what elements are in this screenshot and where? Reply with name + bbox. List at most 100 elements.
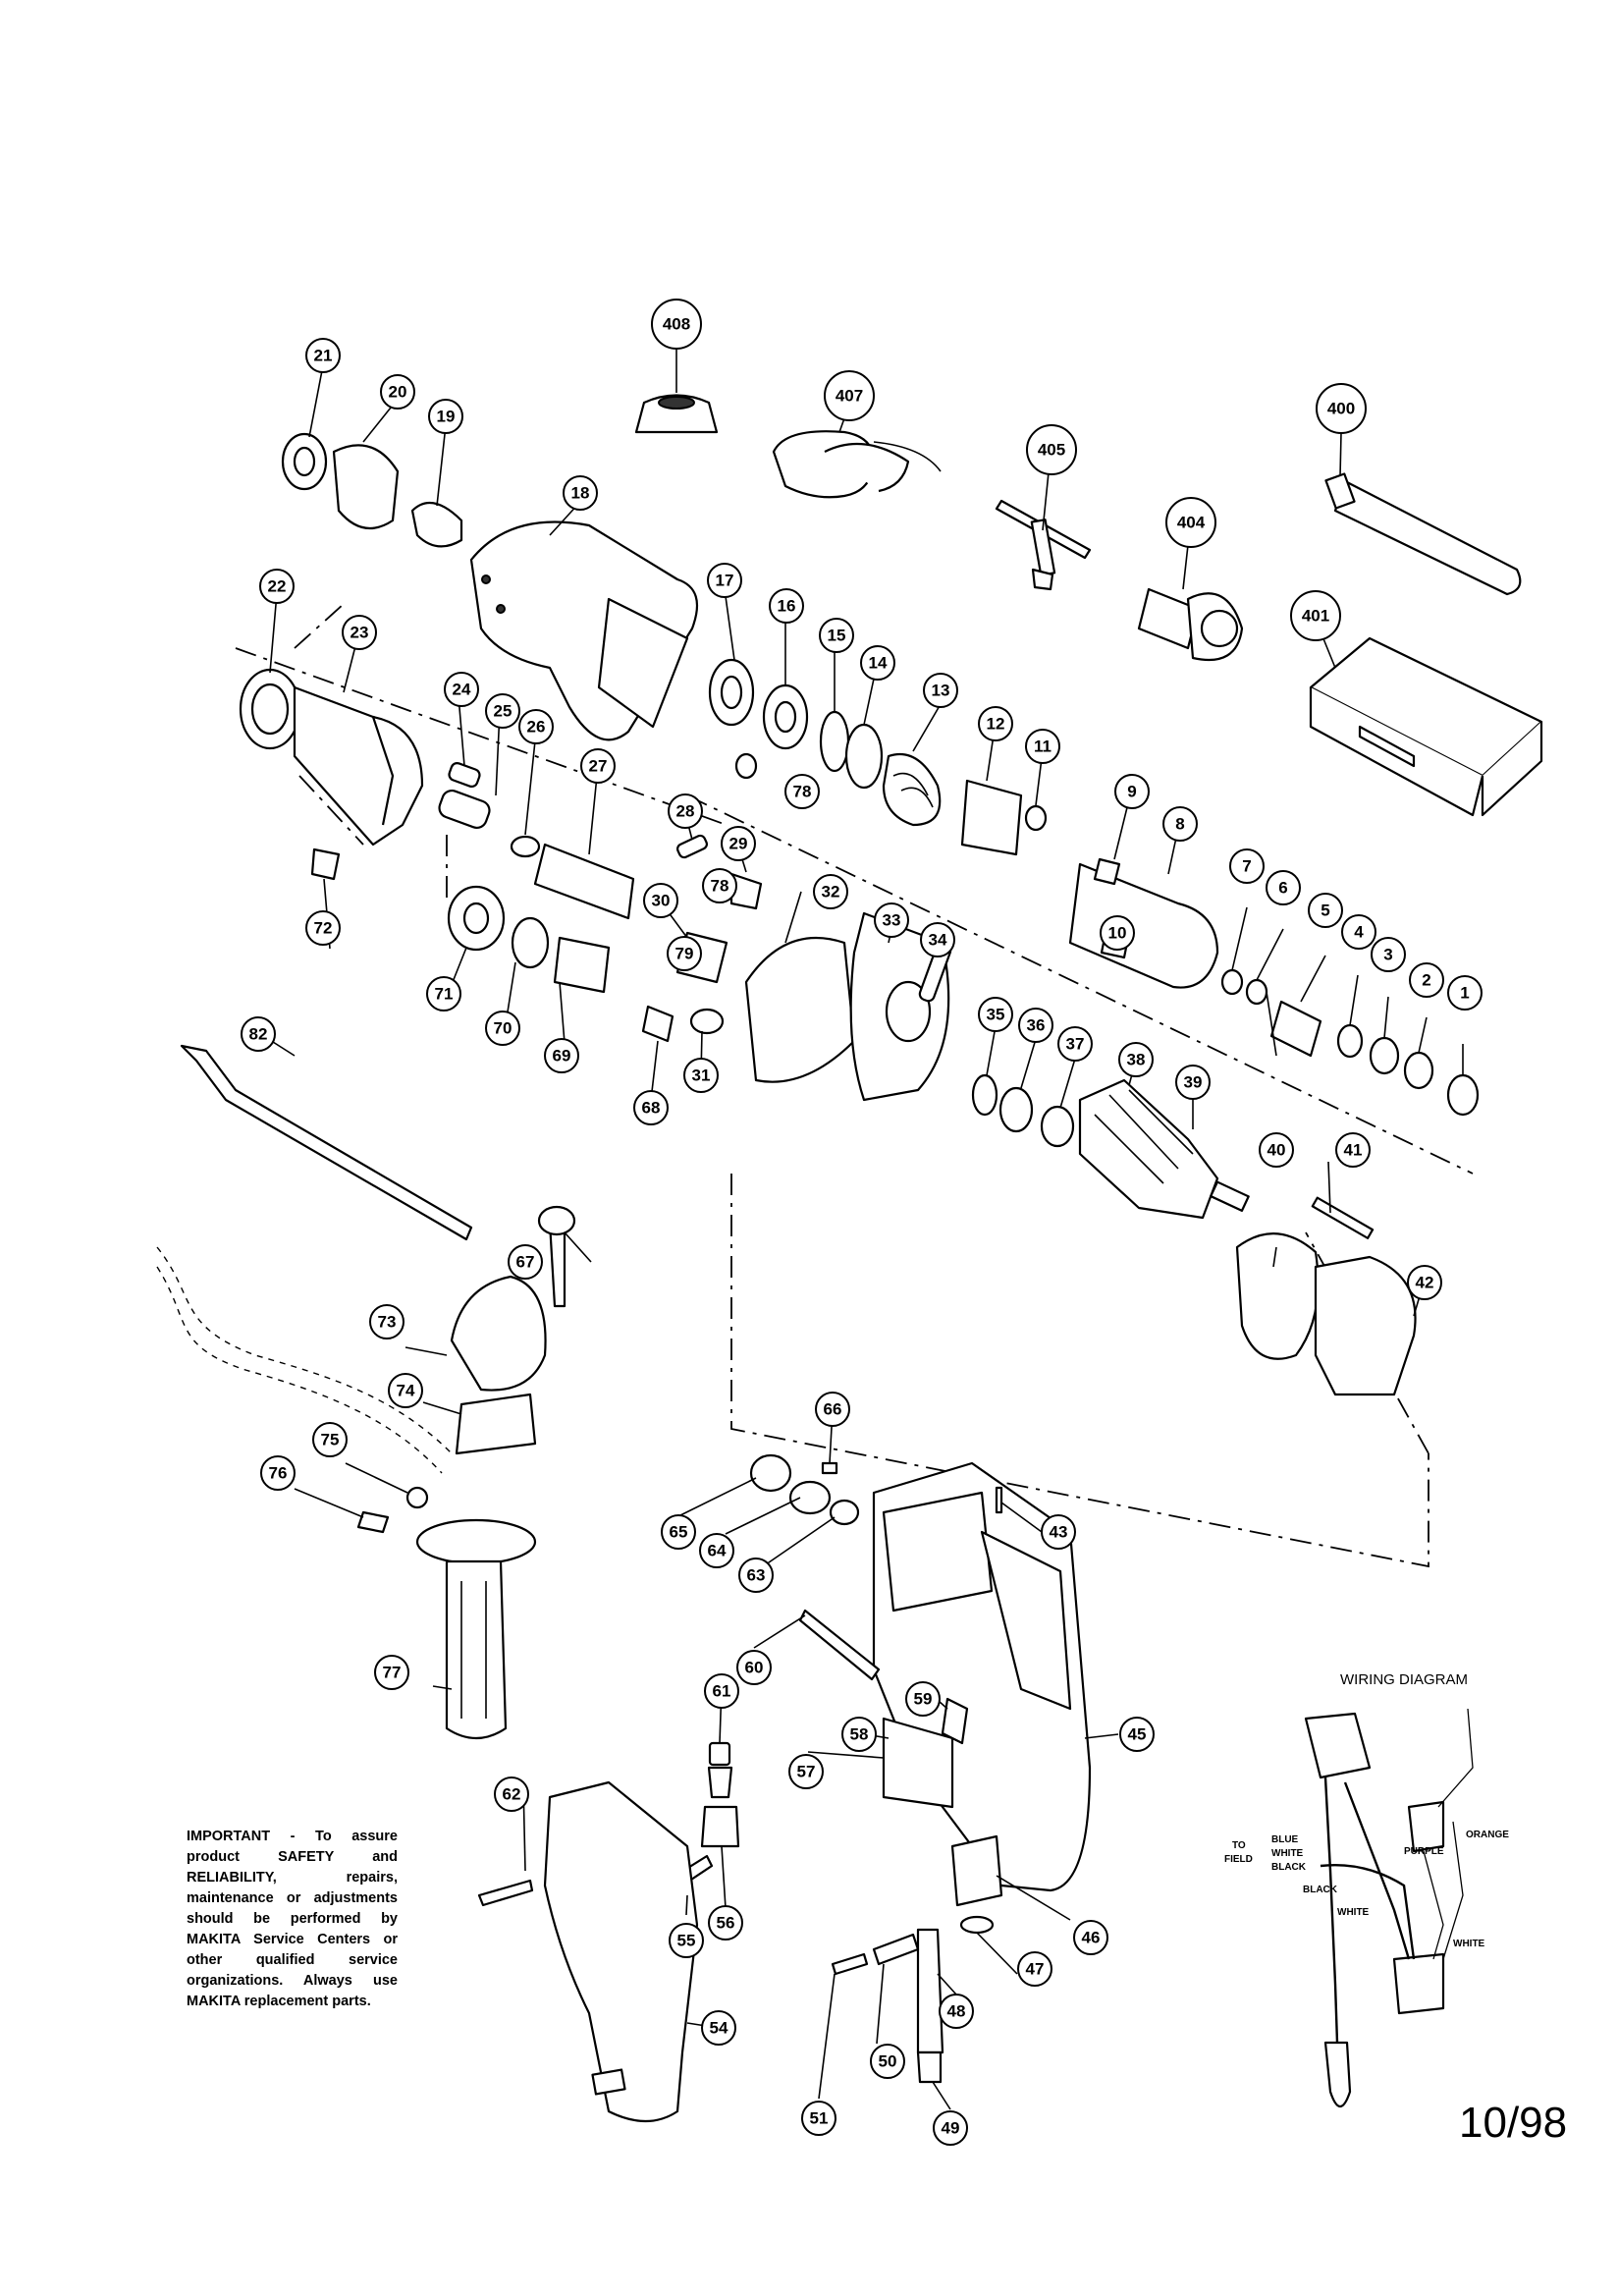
callout-4: 4 [1341,914,1376,950]
wiring-diagram-title: WIRING DIAGRAM [1340,1671,1468,1688]
callout-31: 31 [683,1058,719,1093]
callout-29: 29 [721,826,756,861]
callout-2: 2 [1409,962,1444,998]
wiring-diagram: WIRING DIAGRAM TO FIELD BLUE WHITE BLACK… [1224,1671,1509,2108]
part-55-61-switch [674,1697,969,1887]
svg-text:21: 21 [314,347,333,365]
callout-1: 1 [1447,975,1483,1011]
part-73-side-handle-band [450,1205,576,1455]
callout-6: 6 [1266,870,1301,905]
callout-33: 33 [874,902,909,938]
part-38-armature [1078,1078,1250,1220]
callout-68: 68 [633,1090,669,1125]
svg-text:70: 70 [494,1019,512,1038]
svg-text:47: 47 [1026,1960,1045,1979]
callout-76: 76 [260,1455,296,1491]
svg-text:2: 2 [1422,971,1430,990]
important-notice-lead: IMPORTANT [187,1829,271,1844]
svg-text:74: 74 [397,1382,415,1400]
callout-15: 15 [819,618,854,653]
svg-text:26: 26 [527,718,546,737]
callout-65: 65 [661,1514,696,1550]
callout-41: 41 [1335,1132,1371,1168]
svg-text:66: 66 [824,1400,842,1419]
svg-text:27: 27 [589,757,608,776]
callout-69: 69 [544,1038,579,1073]
svg-text:1: 1 [1460,984,1469,1003]
part-63-66-bearings [749,1453,860,1526]
callout-401: 401 [1290,590,1341,641]
svg-text:11: 11 [1034,738,1052,756]
callout-47: 47 [1017,1951,1052,1987]
svg-text:79: 79 [675,945,694,963]
callout-404: 404 [1165,497,1216,548]
callout-56: 56 [708,1905,743,1941]
callout-70: 70 [485,1011,520,1046]
part-77-handle-grip [356,1486,537,1739]
svg-text:35: 35 [987,1006,1005,1024]
callout-20: 20 [380,374,415,410]
callout-40: 40 [1259,1132,1294,1168]
svg-text:40: 40 [1267,1141,1286,1160]
svg-text:401: 401 [1302,607,1329,626]
callout-78a: 78 [702,868,737,903]
callout-19: 19 [428,399,463,434]
svg-text:23: 23 [351,624,369,642]
callout-67: 67 [508,1244,543,1280]
svg-text:405: 405 [1038,441,1065,460]
callout-64: 64 [699,1533,734,1568]
svg-text:408: 408 [663,315,690,334]
callout-27: 27 [580,748,616,784]
svg-text:14: 14 [869,654,888,673]
callout-42: 42 [1407,1265,1442,1300]
wd-purple-label: PURPLE [1404,1846,1444,1857]
callout-48: 48 [939,1994,974,2029]
svg-text:29: 29 [729,835,748,853]
svg-text:71: 71 [435,985,454,1004]
svg-text:58: 58 [850,1725,869,1744]
callout-35: 35 [978,997,1013,1032]
callout-leader-lines [269,350,1464,2110]
svg-text:61: 61 [713,1682,731,1701]
callout-24: 24 [444,672,479,707]
svg-text:31: 31 [692,1066,711,1085]
wd-black-label-2: BLACK [1303,1885,1338,1895]
svg-text:9: 9 [1127,783,1136,801]
part-54-handle-cover [477,1780,699,2122]
callout-66: 66 [815,1392,850,1427]
callout-17: 17 [707,563,742,598]
wd-white-label-3: WHITE [1453,1939,1485,1949]
wd-white-label: WHITE [1271,1848,1304,1859]
callout-63: 63 [738,1558,774,1593]
part-39-42-field [1235,1196,1417,1396]
part-401-case [1309,636,1543,817]
callout-16: 16 [769,588,804,624]
svg-text:75: 75 [321,1431,340,1449]
svg-text:404: 404 [1177,514,1206,532]
wd-black-label: BLACK [1271,1862,1307,1873]
callout-72: 72 [305,910,341,946]
svg-text:32: 32 [822,883,840,902]
svg-text:68: 68 [642,1099,661,1118]
callout-12: 12 [978,706,1013,741]
callout-9: 9 [1114,774,1150,809]
part-18-gear-housing [469,520,699,741]
svg-text:55: 55 [677,1932,696,1950]
svg-text:59: 59 [914,1690,933,1709]
svg-text:77: 77 [383,1664,402,1682]
wd-field-label: FIELD [1224,1854,1253,1865]
callout-75: 75 [312,1422,348,1457]
svg-text:50: 50 [879,2052,897,2071]
callout-30: 30 [643,883,678,918]
svg-text:69: 69 [553,1047,571,1066]
svg-text:54: 54 [710,2019,728,2038]
callout-50: 50 [870,2044,905,2079]
callout-11: 11 [1025,729,1060,764]
svg-text:46: 46 [1082,1929,1101,1947]
svg-text:62: 62 [503,1785,521,1804]
callout-43: 43 [1041,1514,1076,1550]
callout-34: 34 [920,922,955,957]
callout-5: 5 [1308,893,1343,928]
svg-text:5: 5 [1321,902,1329,920]
